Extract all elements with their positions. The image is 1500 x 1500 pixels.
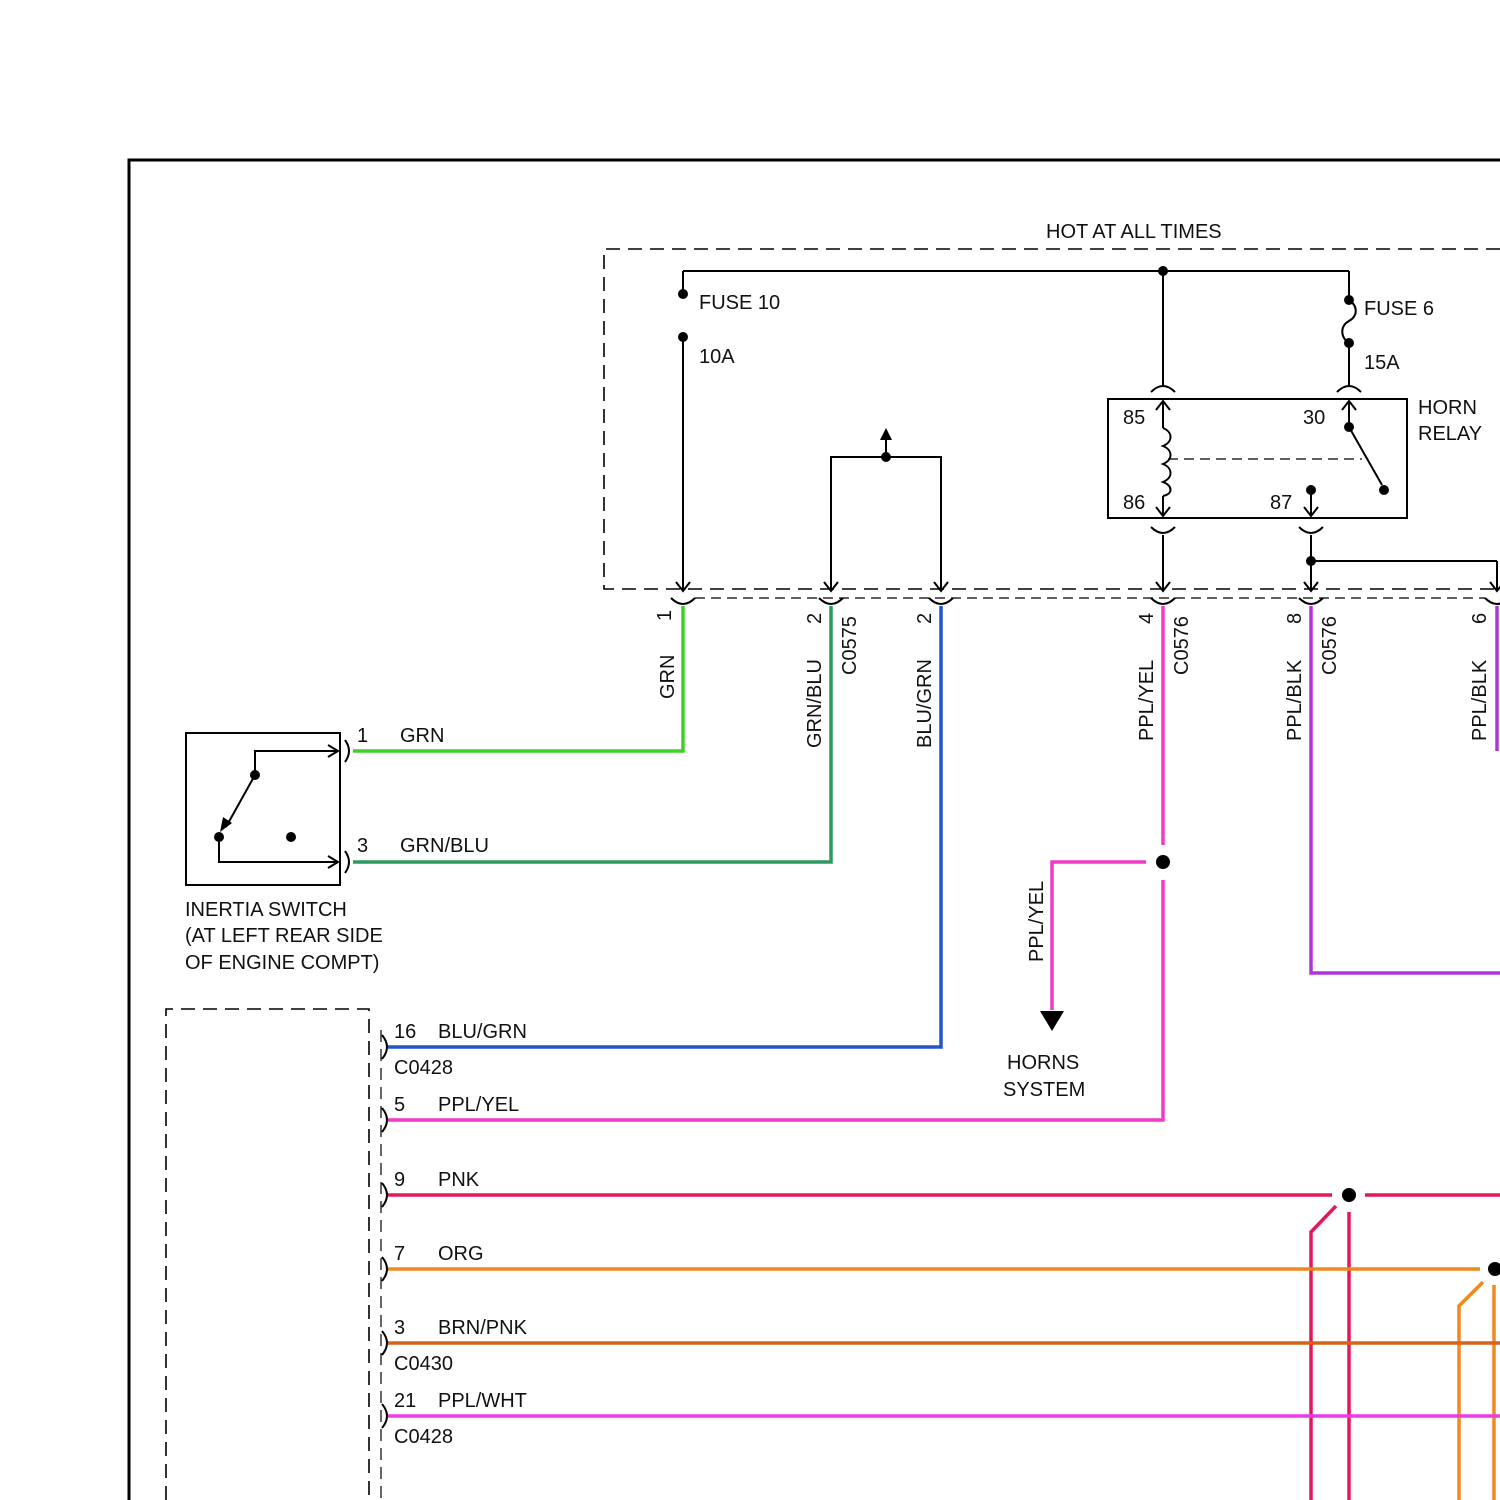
module-pin-color: PPL/WHT bbox=[438, 1390, 527, 1412]
module-outline bbox=[166, 1009, 369, 1500]
module-pin-row: 3 BRN/PNK C0430 bbox=[382, 1317, 528, 1375]
module-connector-rows: 16 BLU/GRN C0428 5 PPL/YEL 9 PNK 7 ORG 3 BRN/PNK C0… bbox=[382, 1021, 528, 1448]
module-connector-id: C0428 bbox=[394, 1426, 453, 1448]
fuse10-rating: 10A bbox=[699, 346, 735, 368]
wire-label-pplyel-branch: PPL/YEL bbox=[1026, 881, 1048, 962]
module-pin-row: 7 ORG bbox=[382, 1243, 484, 1281]
horns-system-label-2: SYSTEM bbox=[1003, 1079, 1085, 1101]
fuse10-terminal-bottom bbox=[678, 332, 688, 342]
wire-label-blugrn: BLU/GRN bbox=[914, 659, 936, 748]
splice-ppl-yel bbox=[1156, 855, 1170, 869]
upper-connector-pins bbox=[671, 582, 1500, 604]
module-pin-cup bbox=[382, 1404, 387, 1428]
module-pin-number: 16 bbox=[394, 1021, 416, 1043]
wire-label-grnblu: GRN/BLU bbox=[804, 659, 826, 748]
module-pin-number: 21 bbox=[394, 1390, 416, 1412]
module-pin-color: BLU/GRN bbox=[438, 1021, 527, 1043]
inertia-caption-3: OF ENGINE COMPT) bbox=[185, 952, 379, 974]
inertia-pin-1: 1 bbox=[357, 725, 368, 747]
connector-c0575-label: C0575 bbox=[839, 616, 861, 675]
fuse6-rating: 15A bbox=[1364, 352, 1400, 374]
module-pin-cup bbox=[382, 1257, 387, 1281]
hot-at-all-times-label: HOT AT ALL TIMES bbox=[1046, 221, 1222, 243]
horn-relay-label-2: RELAY bbox=[1418, 423, 1482, 445]
relay-switch-blade bbox=[1349, 427, 1382, 485]
relay-pin-86: 86 bbox=[1123, 492, 1145, 514]
internal-splice bbox=[831, 428, 941, 591]
module-pin-cup bbox=[382, 1331, 387, 1355]
inertia-switch-blade bbox=[226, 775, 255, 827]
module-pin-color: PPL/YEL bbox=[438, 1094, 519, 1116]
wire-label-pplblk2: PPL/BLK bbox=[1469, 659, 1491, 741]
pin-blugrn-number: 2 bbox=[914, 613, 936, 624]
module-pin-number: 7 bbox=[394, 1243, 405, 1265]
splice-pnk bbox=[1342, 1188, 1356, 1202]
splice-org bbox=[1488, 1262, 1500, 1276]
module-pin-number: 9 bbox=[394, 1169, 405, 1191]
inertia-caption-2: (AT LEFT REAR SIDE bbox=[185, 925, 383, 947]
wire-ppl-yel-horns bbox=[1052, 862, 1146, 1010]
wire-label-pplyel: PPL/YEL bbox=[1136, 660, 1158, 741]
pin-grn-number: 1 bbox=[654, 610, 676, 621]
fuse6-label: FUSE 6 bbox=[1364, 298, 1434, 320]
relay-pin-85: 85 bbox=[1123, 407, 1145, 429]
pin-pplblk2-number: 6 bbox=[1469, 613, 1491, 624]
power-bus bbox=[678, 266, 1356, 591]
module-connector-id: C0430 bbox=[394, 1353, 453, 1375]
wire-pnk-branch-a bbox=[1311, 1206, 1336, 1500]
module-pin-number: 3 bbox=[394, 1317, 405, 1339]
module-pin-row: 21 PPL/WHT C0428 bbox=[382, 1390, 527, 1448]
diagram-frame bbox=[129, 160, 1500, 1500]
fuse10-label: FUSE 10 bbox=[699, 292, 780, 314]
horn-relay-label-1: HORN bbox=[1418, 397, 1477, 419]
horns-arrow-icon bbox=[1040, 1011, 1064, 1031]
wire-org-branch bbox=[1459, 1282, 1483, 1500]
relay-pin-87: 87 bbox=[1270, 492, 1292, 514]
inertia-pin-3: 3 bbox=[357, 835, 368, 857]
relay-coil bbox=[1163, 428, 1171, 496]
pin-grnblu-number: 2 bbox=[804, 613, 826, 624]
module-pin-cup bbox=[382, 1035, 387, 1059]
module-pin-color: PNK bbox=[438, 1169, 480, 1191]
pin-pplyel-number: 4 bbox=[1136, 613, 1158, 624]
module-pin-cup bbox=[382, 1108, 387, 1132]
inertia-switch bbox=[186, 733, 349, 885]
wire-label-grn: GRN bbox=[657, 655, 679, 699]
pin-pplblk-number: 8 bbox=[1284, 613, 1306, 624]
module-pin-color: BRN/PNK bbox=[438, 1317, 528, 1339]
wire-label-pplblk: PPL/BLK bbox=[1284, 659, 1306, 741]
inertia-pin-1-color: GRN bbox=[400, 725, 444, 747]
fuse6-symbol bbox=[1342, 300, 1356, 343]
module-pin-row: 16 BLU/GRN C0428 bbox=[382, 1021, 527, 1079]
relay-pin-30: 30 bbox=[1303, 407, 1325, 429]
connector-c0576-label-b: C0576 bbox=[1319, 616, 1341, 675]
fuse10-terminal-top bbox=[678, 289, 688, 299]
module-connector-id: C0428 bbox=[394, 1057, 453, 1079]
module-pin-row: 9 PNK bbox=[382, 1169, 480, 1207]
inertia-pin-3-color: GRN/BLU bbox=[400, 835, 489, 857]
module-pin-color: ORG bbox=[438, 1243, 484, 1265]
connector-c0576-label-a: C0576 bbox=[1171, 616, 1193, 675]
module-pin-cup bbox=[382, 1183, 387, 1207]
module-pin-row: 5 PPL/YEL bbox=[382, 1094, 519, 1132]
horns-system-label-1: HORNS bbox=[1007, 1052, 1079, 1074]
inertia-caption-1: INERTIA SWITCH bbox=[185, 899, 347, 921]
module-pin-number: 5 bbox=[394, 1094, 405, 1116]
